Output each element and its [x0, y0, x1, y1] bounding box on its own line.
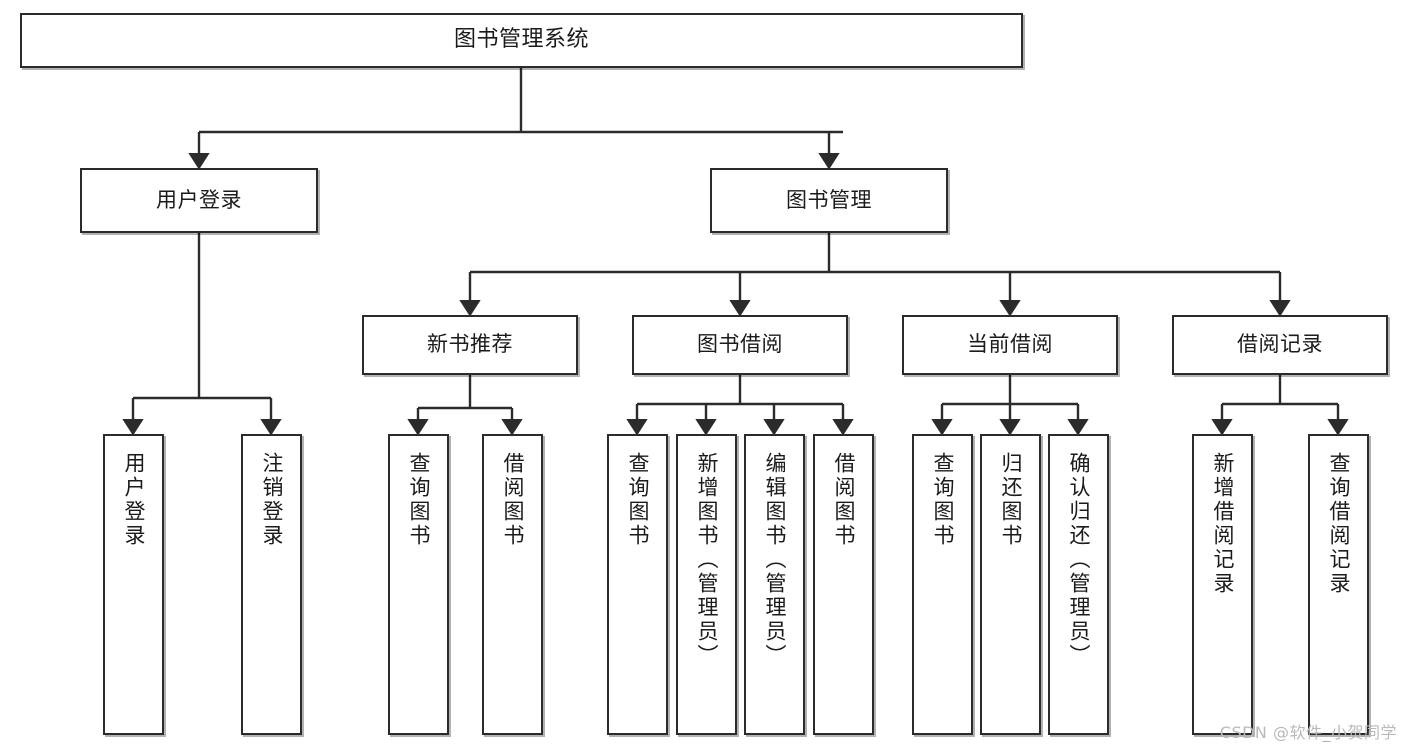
node-label: 注销登录	[260, 452, 284, 548]
leaf-borrow-book-borrow[interactable]: 借阅图书	[813, 434, 874, 735]
node-current-borrow[interactable]: 当前借阅	[902, 315, 1118, 375]
node-label: 确认归还（管理员）	[1067, 452, 1091, 668]
node-label: 编辑图书（管理员）	[763, 452, 787, 668]
leaf-edit-book-admin[interactable]: 编辑图书（管理员）	[744, 434, 805, 735]
leaf-return-book[interactable]: 归还图书	[980, 434, 1041, 735]
node-label: 查询图书	[931, 452, 955, 548]
leaf-borrow-book-recommend[interactable]: 借阅图书	[482, 434, 543, 735]
leaf-add-book-admin[interactable]: 新增图书（管理员）	[676, 434, 737, 735]
node-label: 借阅图书	[501, 452, 525, 548]
node-book-borrow[interactable]: 图书借阅	[632, 315, 848, 375]
leaf-user-logout[interactable]: 注销登录	[241, 434, 302, 735]
node-label: 新增借阅记录	[1211, 452, 1235, 596]
node-label: 查询图书	[407, 452, 431, 548]
node-book-management-system[interactable]: 图书管理系统	[20, 13, 1023, 68]
node-new-book-recommend[interactable]: 新书推荐	[362, 315, 578, 375]
node-label: 新书推荐	[427, 332, 513, 357]
leaf-query-book-recommend[interactable]: 查询图书	[388, 434, 449, 735]
watermark: CSDN @软件_小贺同学	[1219, 723, 1397, 742]
node-label: 图书管理	[786, 187, 872, 212]
leaf-query-book-current[interactable]: 查询图书	[912, 434, 973, 735]
leaf-add-borrow-record[interactable]: 新增借阅记录	[1192, 434, 1253, 735]
node-label: 图书借阅	[697, 332, 783, 357]
leaf-confirm-return-admin[interactable]: 确认归还（管理员）	[1048, 434, 1109, 735]
leaf-query-borrow-record[interactable]: 查询借阅记录	[1308, 434, 1369, 735]
leaf-user-login[interactable]: 用户登录	[103, 434, 164, 735]
node-label: 当前借阅	[967, 332, 1053, 357]
node-user-login[interactable]: 用户登录	[80, 168, 318, 233]
node-borrow-record[interactable]: 借阅记录	[1172, 315, 1388, 375]
node-book-manage[interactable]: 图书管理	[710, 168, 948, 233]
node-label: 借阅图书	[832, 452, 856, 548]
node-label: 用户登录	[122, 452, 146, 548]
node-label: 新增图书（管理员）	[695, 452, 719, 668]
node-label: 查询借阅记录	[1327, 452, 1351, 596]
node-label: 归还图书	[999, 452, 1023, 548]
node-label: 查询图书	[626, 452, 650, 548]
node-label: 用户登录	[156, 187, 242, 212]
leaf-query-book-borrow[interactable]: 查询图书	[607, 434, 668, 735]
node-label: 图书管理系统	[453, 27, 589, 53]
node-label: 借阅记录	[1237, 332, 1323, 357]
